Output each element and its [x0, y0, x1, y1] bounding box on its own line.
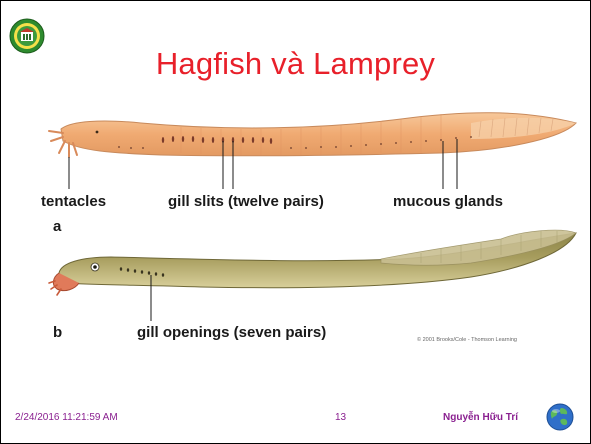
label-tentacles: tentacles: [41, 193, 106, 210]
label-mucous-glands: mucous glands: [393, 193, 503, 210]
label-panel-b: b: [53, 324, 62, 341]
footer-author: Nguyễn Hữu Trí: [443, 412, 518, 423]
footer-date: 2/24/2016 11:21:59 AM: [15, 412, 118, 423]
label-panel-a: a: [53, 218, 61, 235]
globe-icon: [545, 402, 575, 432]
label-gill-slits: gill slits (twelve pairs): [168, 193, 324, 210]
figure-copyright: © 2001 Brooks/Cole - Thomson Learning: [417, 337, 517, 343]
hagfish-drawing: [49, 113, 576, 157]
footer-page-number: 13: [335, 412, 346, 423]
lamprey-drawing: [49, 230, 576, 295]
label-gill-openings: gill openings (seven pairs): [137, 324, 326, 341]
